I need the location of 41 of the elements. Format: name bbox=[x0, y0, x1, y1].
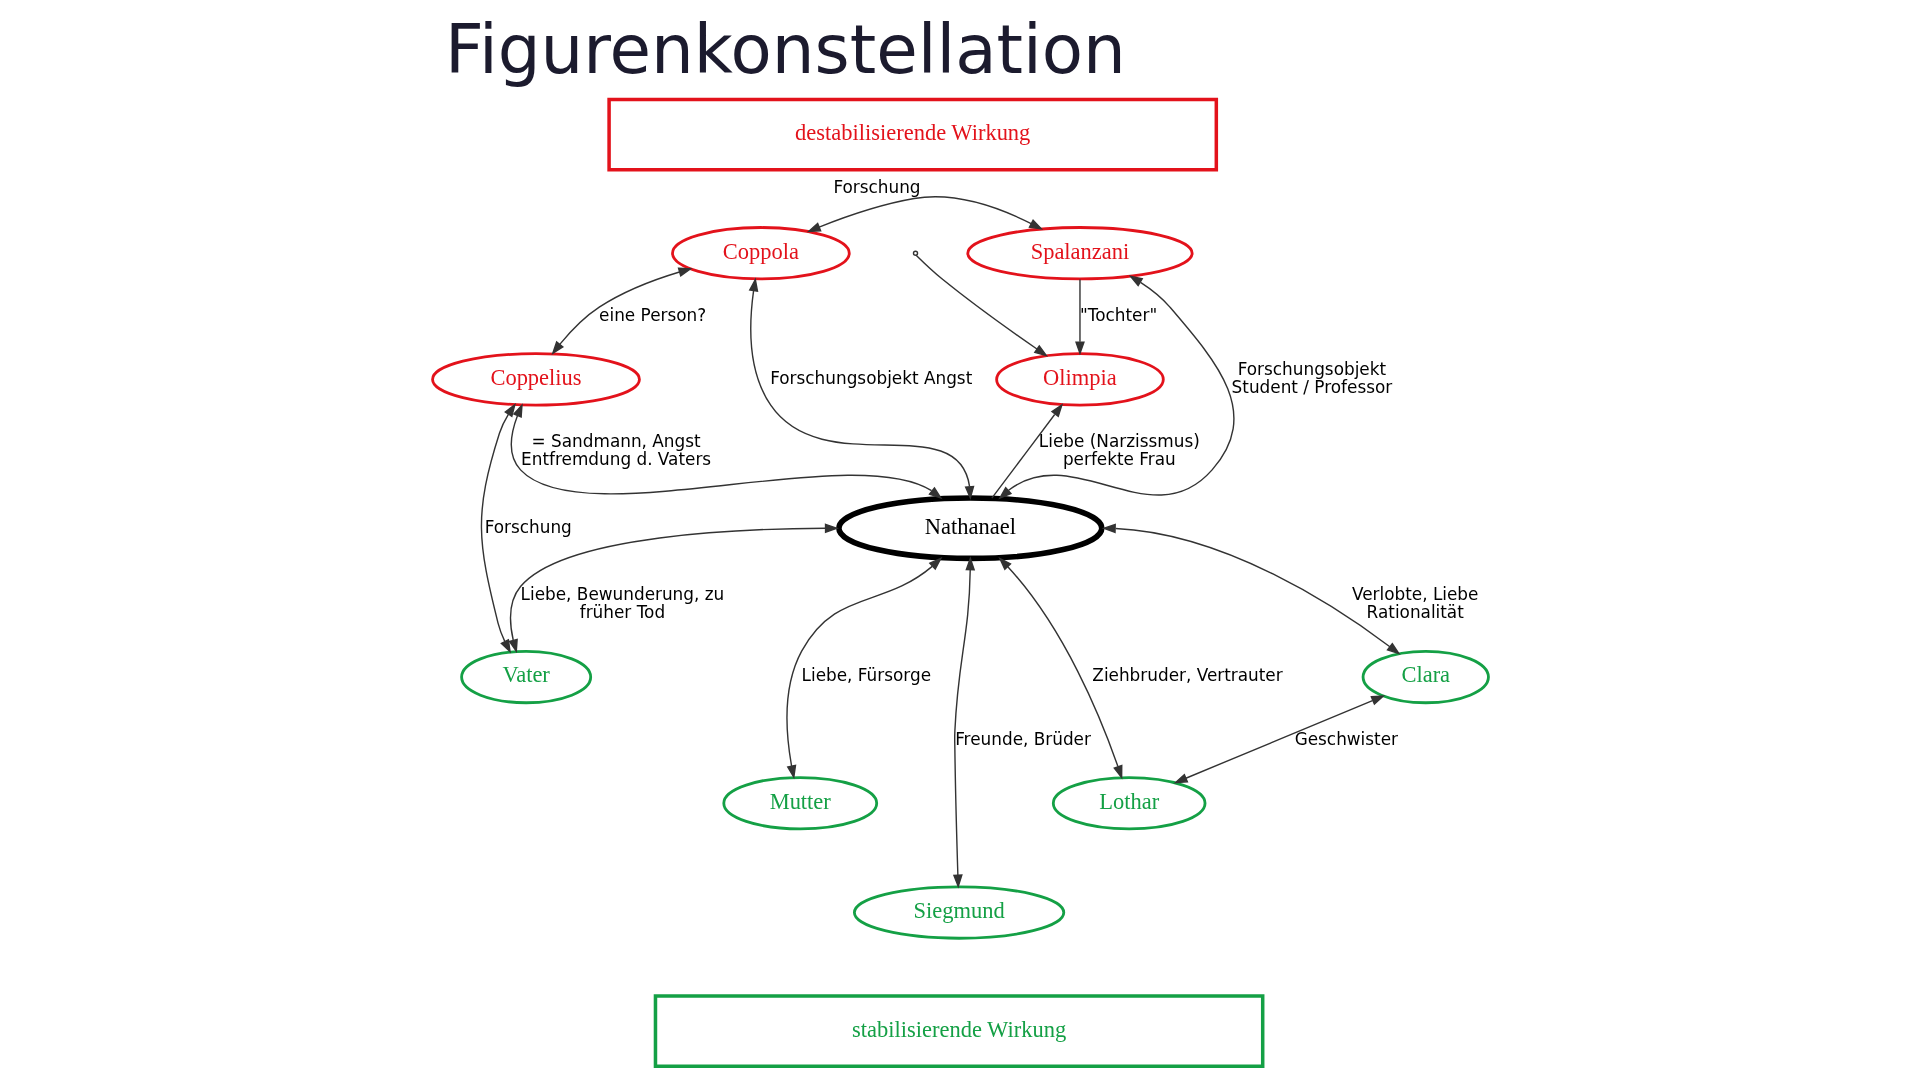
arrow bbox=[1101, 523, 1401, 655]
diagram-title: Figurenkonstellation bbox=[444, 10, 1126, 90]
edge-label: Verlobte, Liebe Rationalität bbox=[1351, 584, 1478, 623]
node-ellipse: Olimpia bbox=[994, 352, 1165, 407]
edge-label: Liebe, Fürsorge bbox=[801, 665, 931, 686]
arrow bbox=[1173, 695, 1385, 784]
arrow bbox=[510, 403, 942, 500]
node-ellipse: Spalanzani bbox=[965, 226, 1194, 281]
edge-label: Geschwister bbox=[1294, 728, 1398, 749]
node-ellipse: Mutter bbox=[721, 776, 878, 831]
arrow bbox=[952, 556, 975, 889]
edge-label: Forschung bbox=[832, 176, 921, 197]
edge-label: Forschung bbox=[484, 516, 572, 537]
arrow bbox=[806, 196, 1043, 233]
edge-label: = Sandmann, Angst Entfremdung d. Vaters bbox=[520, 430, 711, 470]
node-ellipse: Siegmund bbox=[852, 885, 1065, 940]
arrow bbox=[785, 557, 942, 780]
arrow bbox=[550, 267, 693, 355]
node-ellipse: Coppelius bbox=[430, 352, 641, 407]
node-box: destabilisierende Wirkung bbox=[606, 97, 1218, 172]
edge-label: Forschungsobjekt Student / Professor bbox=[1231, 358, 1392, 397]
node-box: stabilisierende Wirkung bbox=[653, 994, 1264, 1069]
edge-label: eine Person? bbox=[598, 304, 706, 325]
arrow bbox=[990, 403, 1063, 499]
arrow bbox=[1074, 278, 1085, 356]
node-ellipse: Lothar bbox=[1051, 776, 1206, 831]
edge-label: Liebe (Narzissmus) perfekte Frau bbox=[1038, 430, 1200, 470]
edge-label: "Tochter" bbox=[1079, 304, 1157, 325]
node-ellipse: Nathanael bbox=[835, 495, 1105, 562]
arrow bbox=[914, 254, 1048, 357]
arrow bbox=[997, 556, 1122, 780]
arrow bbox=[997, 275, 1235, 500]
arrow bbox=[748, 277, 974, 501]
arrow bbox=[480, 403, 516, 654]
arrow bbox=[507, 523, 839, 654]
edge-label: Freunde, Brüder bbox=[954, 728, 1091, 749]
node-ellipse: Coppola bbox=[670, 226, 851, 281]
node-ellipse: Vater bbox=[459, 649, 592, 705]
edge-label: Liebe, Bewunderung, zu früher Tod bbox=[520, 584, 724, 623]
edge-label: Ziehbruder, Vertrauter bbox=[1091, 665, 1283, 686]
edge-label: Forschungsobjekt Angst bbox=[769, 367, 972, 388]
